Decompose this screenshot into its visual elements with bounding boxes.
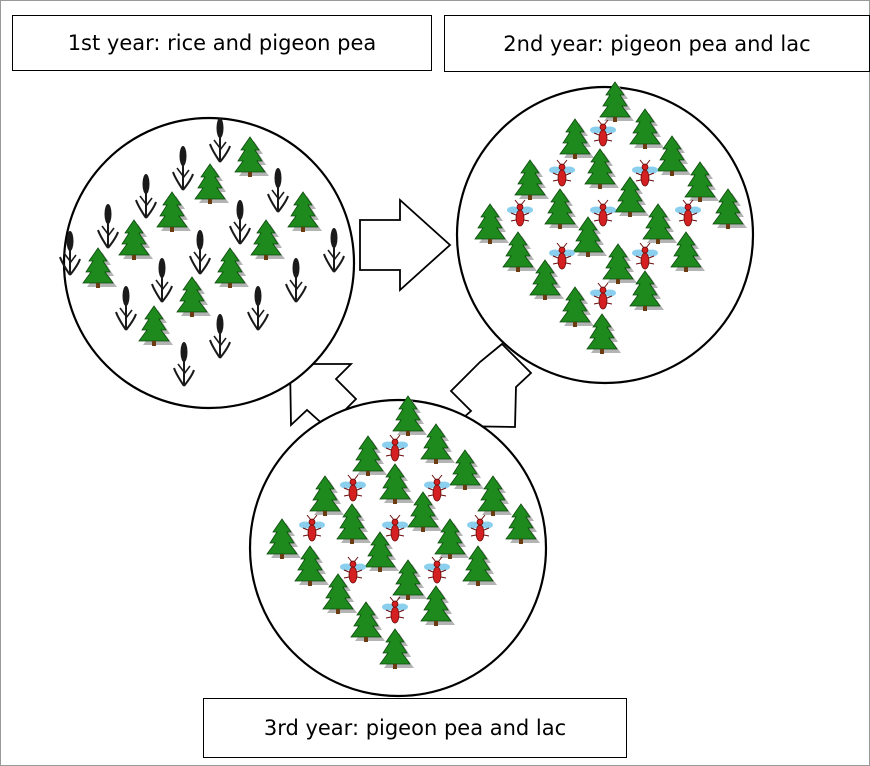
year-1-label-box: 1st year: rice and pigeon pea [12,15,432,71]
year-2-label: 2nd year: pigeon pea and lac [503,31,811,56]
year-2-label-box: 2nd year: pigeon pea and lac [444,15,870,72]
year-1-field [62,116,356,410]
year-3-label-box: 3rd year: pigeon pea and lac [203,698,627,758]
year-1-label: 1st year: rice and pigeon pea [67,31,377,55]
arrow-year1-to-year2 [359,197,452,293]
year-3-label: 3rd year: pigeon pea and lac [263,716,567,740]
